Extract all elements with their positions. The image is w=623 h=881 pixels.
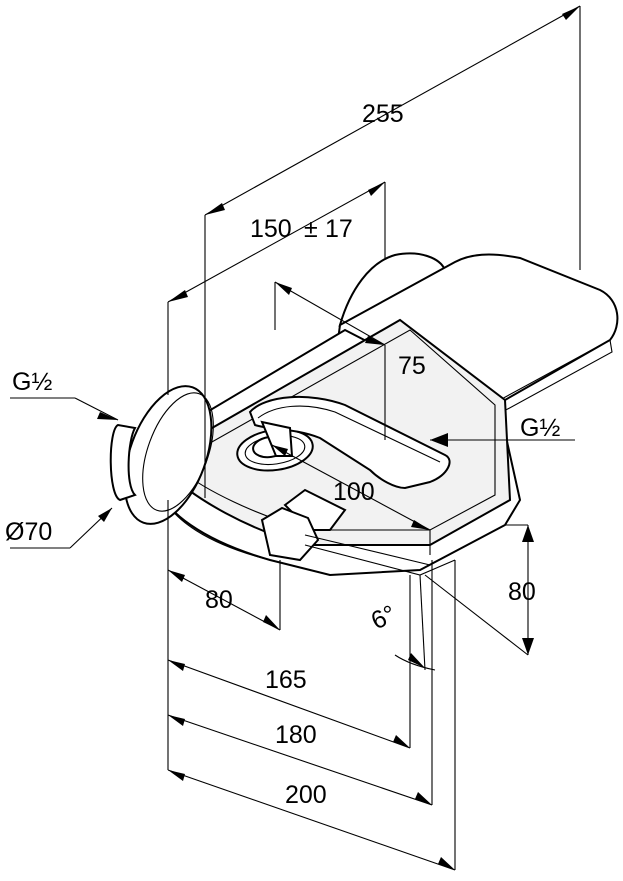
arrowheads xyxy=(97,6,580,870)
dim-165-label: 165 xyxy=(265,666,307,694)
dimension-labels: G½ Ø70 255 150 ± 17 75 G½ 100 80 80 6° 1… xyxy=(5,100,560,809)
dim-80-bottom-label: 80 xyxy=(205,586,233,614)
diameter-label: Ø70 xyxy=(5,518,52,546)
dim-75-label: 75 xyxy=(398,352,426,380)
thread-label-left: G½ xyxy=(12,368,52,396)
faucet-body xyxy=(109,252,619,577)
dimension-lines xyxy=(10,5,581,871)
dim-255-label: 255 xyxy=(362,100,404,128)
dim-100-label: 100 xyxy=(333,478,375,506)
dim-80-right-label: 80 xyxy=(508,578,536,606)
dim-180-label: 180 xyxy=(275,721,317,749)
dim-150-tolerance-sign: ± xyxy=(304,215,318,243)
angle-label: 6° xyxy=(367,600,400,635)
dim-150-tolerance-value: 17 xyxy=(325,215,353,243)
dim-200-label: 200 xyxy=(285,781,327,809)
thread-label-right: G½ xyxy=(520,414,560,442)
dim-150-label: 150 xyxy=(250,215,292,243)
